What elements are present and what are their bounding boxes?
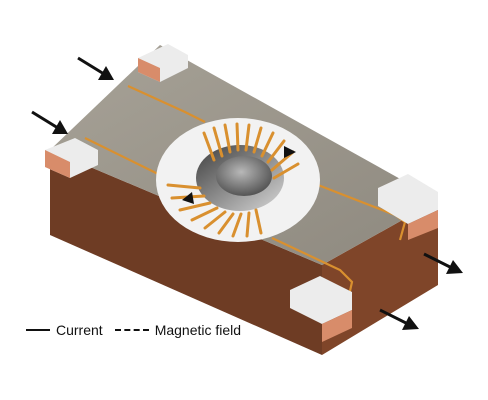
- legend: Current Magnetic field: [26, 322, 253, 338]
- winding: [266, 139, 286, 164]
- winding: [202, 131, 216, 162]
- arrow-icon: [77, 56, 114, 80]
- winding: [203, 210, 227, 230]
- solid-line-swatch: [26, 329, 50, 331]
- pad-bottom: [290, 276, 352, 342]
- winding: [178, 201, 212, 212]
- trace-upper-left: [127, 84, 206, 123]
- arrow-icon: [423, 252, 463, 274]
- winding: [252, 126, 263, 154]
- arrow-icon: [182, 192, 194, 204]
- winding: [245, 211, 251, 238]
- legend-label-current: Current: [56, 322, 103, 338]
- winding: [190, 206, 219, 222]
- arrow-icon: [284, 146, 296, 158]
- current-arrows: [31, 56, 463, 330]
- pad-right: [378, 174, 438, 240]
- pad-top-left: [138, 44, 188, 82]
- winding: [231, 212, 243, 238]
- pad-left: [45, 138, 98, 178]
- winding: [244, 123, 251, 152]
- legend-item-current: Current: [26, 322, 103, 338]
- field-arrows: [182, 146, 296, 204]
- winding: [272, 162, 300, 180]
- magnetic-core: [216, 156, 272, 196]
- winding: [223, 123, 232, 154]
- legend-item-magnetic-field: Magnetic field: [114, 322, 242, 338]
- dashed-line-swatch: [114, 329, 149, 331]
- winding: [212, 126, 224, 158]
- legend-label-magnetic-field: Magnetic field: [154, 322, 242, 338]
- terminal-pads: [45, 44, 438, 342]
- winding: [260, 131, 275, 158]
- arrow-icon: [379, 308, 419, 330]
- winding: [166, 183, 202, 190]
- winding: [235, 122, 240, 152]
- arrow-icon: [31, 110, 68, 134]
- winding: [217, 212, 235, 235]
- winding: [254, 208, 263, 235]
- substrate-left-side: [50, 150, 322, 355]
- toroid-windings: [166, 122, 300, 238]
